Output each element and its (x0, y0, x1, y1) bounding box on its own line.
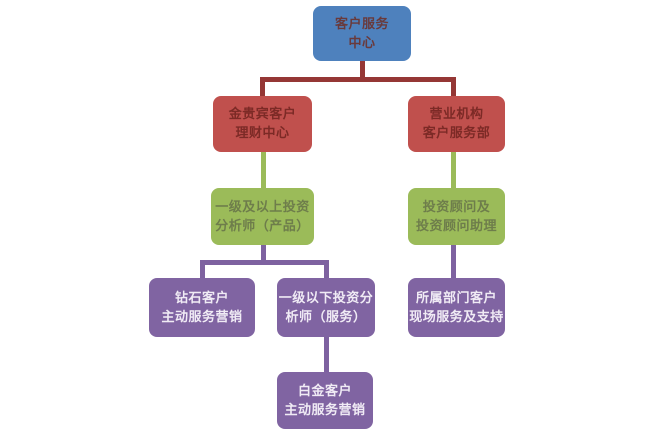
node-label-line: 主动服务营销 (161, 309, 243, 325)
node-label-line: 客户服务部 (422, 126, 491, 141)
node-customer-service-center: 客户服务 中心 (313, 6, 411, 61)
node-label-line: 主动服务营销 (284, 402, 366, 418)
node-label-line: 一级及以上投资 (215, 199, 310, 215)
connector-senior-analysts-crossbar (200, 260, 329, 265)
node-label-line: 钻石客户 (174, 290, 229, 306)
node-junior-analysts: 一级以下投资分 析师（服务） (277, 278, 375, 337)
connector-senior-analysts-stem (261, 245, 266, 264)
node-diamond-marketing: 钻石客户 主动服务营销 (149, 278, 255, 337)
connector-root-to-vip-wealth-center (260, 77, 265, 96)
node-label-line: 所属部门客户 (415, 290, 497, 306)
connector-root-crossbar (260, 77, 456, 82)
connector-vip-wealth-to-senior-analysts (261, 152, 266, 188)
node-label-line: 投资顾问及 (422, 199, 491, 215)
connector-branch-dept-to-advisors (451, 152, 456, 188)
node-vip-wealth-center: 金贵宾客户 理财中心 (213, 96, 312, 152)
connector-root-to-branch-service-dept (451, 77, 456, 96)
node-label-line: 析师（服务） (285, 309, 367, 325)
node-senior-analysts: 一级及以上投资 分析师（产品） (211, 188, 314, 245)
node-label-line: 客户服务 (334, 16, 389, 32)
node-label-line: 中心 (348, 35, 376, 51)
connector-advisors-to-onsite-support (451, 245, 456, 278)
node-label-line: 金贵宾客户 (228, 107, 297, 122)
node-label-line: 营业机构 (429, 107, 484, 122)
connector-to-diamond-marketing (200, 260, 205, 278)
node-onsite-support: 所属部门客户 现场服务及支持 (408, 278, 505, 337)
node-label-line: 一级以下投资分 (278, 290, 374, 306)
connector-root-stem (360, 61, 365, 80)
node-label-line: 现场服务及支持 (409, 309, 504, 325)
node-label-line: 理财中心 (235, 126, 290, 141)
node-label-line: 分析师（产品） (215, 218, 310, 234)
node-platinum-marketing: 白金客户 主动服务营销 (277, 372, 373, 429)
node-label-line: 投资顾问助理 (415, 218, 497, 234)
connector-to-junior-analysts (324, 260, 329, 278)
node-label-line: 白金客户 (297, 383, 352, 399)
node-advisors: 投资顾问及 投资顾问助理 (408, 188, 505, 245)
node-branch-service-dept: 营业机构 客户服务部 (408, 96, 505, 152)
connector-junior-analysts-to-platinum-marketing (324, 337, 329, 372)
